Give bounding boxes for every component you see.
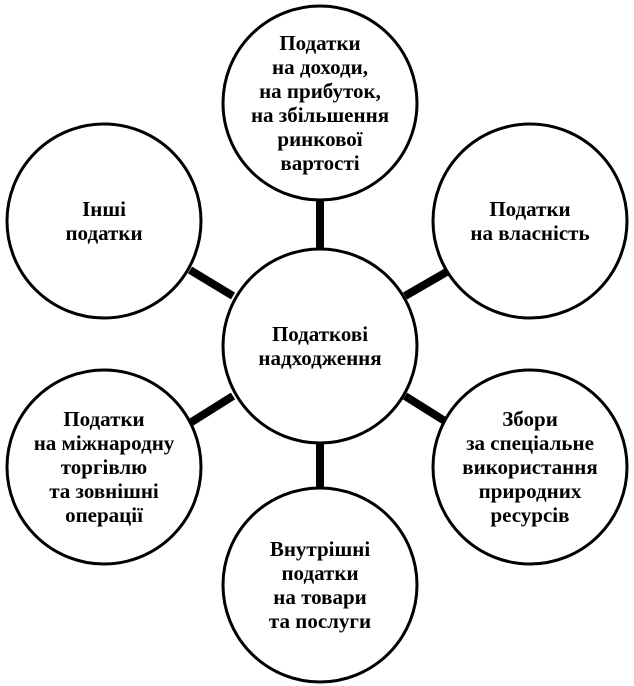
node-bottom-circle — [221, 486, 419, 684]
node-text-line: на збільшення — [251, 103, 389, 127]
node-text-line: на товари — [273, 585, 367, 609]
node-text-line: ресурсів — [491, 503, 570, 527]
node-text-line: Податки — [489, 197, 570, 221]
node-text-line: Податкові — [272, 322, 368, 346]
node-text-line: Збори — [502, 407, 558, 431]
node-text-line: Податки — [63, 407, 144, 431]
connector-top-left — [187, 266, 236, 300]
node-text-line: та зовнішні — [49, 479, 159, 503]
node-text-line: та послуги — [269, 609, 371, 633]
node-text-line: надходження — [258, 346, 381, 370]
node-text-line: Податки — [279, 31, 360, 55]
connectors — [187, 198, 453, 492]
node-bottom-right-circle — [431, 368, 629, 566]
node-text-line: Внутрішні — [270, 537, 371, 561]
connector-bottom-right — [402, 392, 451, 427]
node-top-circle — [221, 4, 419, 202]
node-text-line: торгівлю — [61, 455, 147, 479]
node-top-left-circle — [5, 122, 203, 320]
node-text-line: на прибуток, — [259, 79, 381, 103]
node-text-line: податки — [281, 561, 358, 585]
node-text-line: ринкової — [277, 127, 362, 151]
node-text-line: податки — [65, 221, 142, 245]
node-center-circle — [221, 247, 419, 445]
node-bottom-left-circle — [5, 368, 203, 566]
node-text-line: на міжнародну — [34, 431, 175, 455]
node-text-line: на доходи, — [272, 55, 368, 79]
node-text-line: на власність — [470, 221, 589, 245]
connector-bottom-left — [187, 392, 236, 427]
connector-top-right — [402, 266, 453, 300]
node-text-line: операції — [65, 503, 143, 527]
node-text-line: використання — [462, 455, 598, 479]
node-text-line: вартості — [280, 151, 359, 175]
node-text-line: природних — [479, 479, 582, 503]
node-text-line: за спеціальне — [466, 431, 594, 455]
node-text-line: Інші — [82, 197, 126, 221]
node-top-right-circle — [431, 122, 629, 320]
